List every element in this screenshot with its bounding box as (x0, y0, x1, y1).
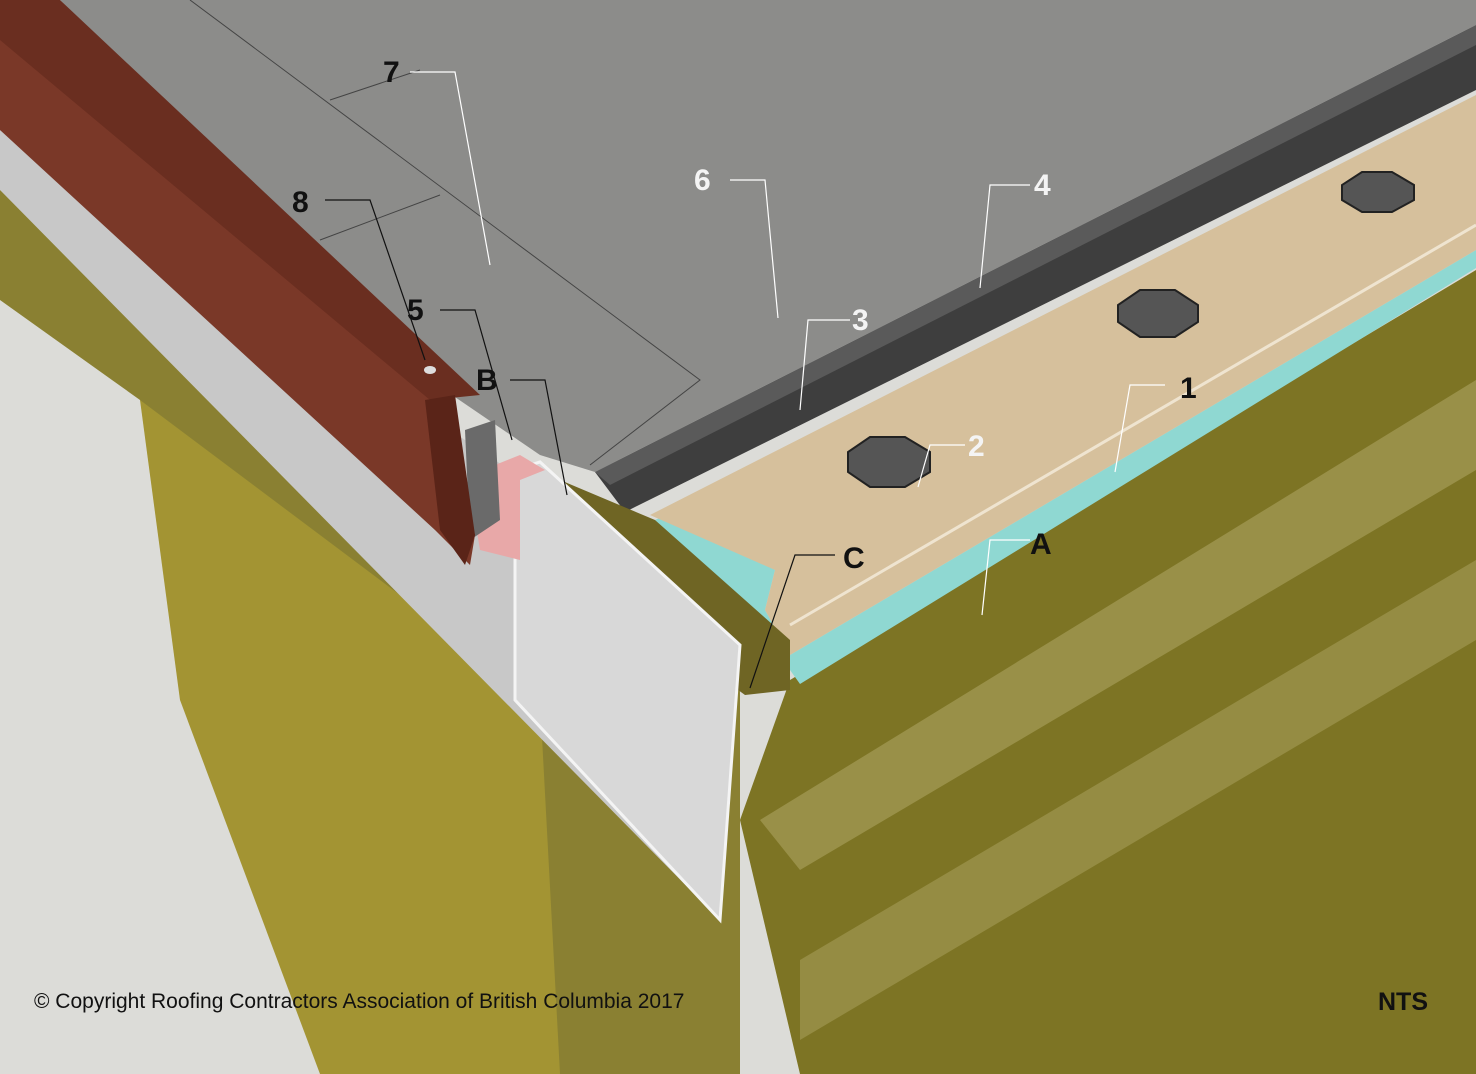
membrane-seam-3 (319, 194, 441, 241)
membrane-seam-2 (329, 69, 421, 101)
callout-7: 7 (383, 56, 400, 89)
stripping-ply (465, 420, 500, 540)
wood-beam-face (140, 400, 560, 1074)
callout-5: 5 (407, 294, 424, 327)
callout-8: 8 (292, 186, 309, 219)
leader-lines-black (325, 199, 835, 689)
metal-drip-edge (0, 0, 480, 400)
fastener-plates (847, 171, 1415, 488)
callout-6: 6 (694, 164, 711, 197)
callout-C: C (843, 542, 865, 575)
callout-1: 1 (1180, 372, 1197, 405)
wood-joist-band (760, 380, 1476, 870)
callout-2: 2 (968, 430, 985, 463)
metal-drip-edge-face (0, 40, 475, 565)
callout-A: A (1030, 528, 1052, 561)
cover-board-edge (789, 223, 1476, 627)
not-to-scale-note: NTS (1378, 988, 1428, 1016)
callout-3: 3 (852, 304, 869, 337)
fastener-plate (1341, 171, 1415, 213)
membrane-seam (189, 0, 701, 466)
fascia-board-white (513, 460, 742, 924)
base-sheet-top (595, 25, 1476, 485)
wood-joist-band-lower (800, 560, 1476, 1040)
fastener-plate (1117, 289, 1199, 338)
fastener-plate (847, 436, 931, 488)
callout-4: 4 (1034, 169, 1051, 202)
cover-board (650, 95, 1476, 655)
drip-edge-flange (425, 395, 475, 565)
fastener (424, 366, 436, 374)
sealant-strip (475, 455, 545, 560)
leader-lines-white (410, 71, 1165, 616)
copyright-notice: © Copyright Roofing Contractors Associat… (34, 990, 685, 1013)
callout-B: B (476, 364, 498, 397)
